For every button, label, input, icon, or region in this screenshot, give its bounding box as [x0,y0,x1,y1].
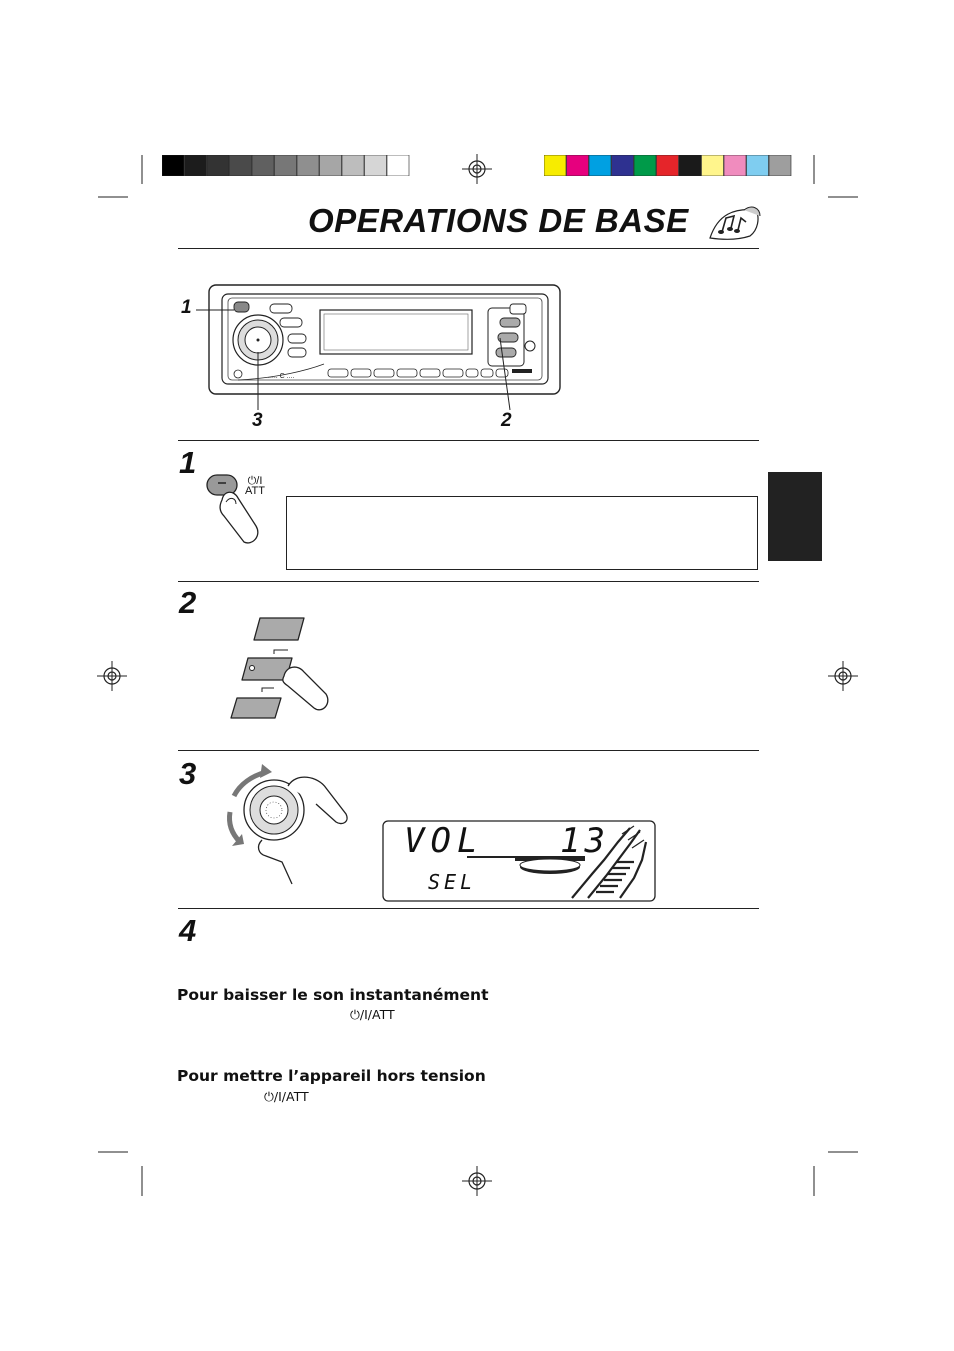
gray-swatch [364,155,387,176]
gray-swatch [162,155,185,176]
source-buttons-press-illustration [230,617,329,719]
color-swatch [701,155,724,176]
power-att-label-bottom: ATT [245,485,265,497]
power-att-label-top: ⏻/I [247,475,263,487]
color-swatch [633,155,657,176]
gray-swatch [341,155,365,176]
step-2-number: 2 [179,585,197,620]
color-swatch [768,155,792,176]
gray-swatch [274,155,297,176]
gray-swatch [296,155,320,176]
volume-dial-turn-illustration [227,764,348,885]
callout-leaders [196,309,511,411]
registration-mark-left [97,661,127,691]
gray-swatch [386,155,410,176]
gray-swatch [229,155,252,176]
color-swatch [588,155,612,176]
section-power-off-heading: Pour mettre l’appareil hors tension [177,1067,486,1085]
music-notes-icon [709,206,761,240]
color-swatch [723,155,747,176]
gray-swatch [206,155,230,176]
step-1-number: 1 [179,445,197,480]
section-mute-button-ref: ⏻/I/ATT [350,1007,395,1022]
language-tab [768,472,822,561]
callout-3: 3 [252,410,263,431]
color-swatch [678,155,702,176]
note-box [286,496,758,570]
gray-calibration-bar [162,155,410,176]
lcd-volume-value: 13 [560,821,609,861]
registration-mark-top [462,154,492,184]
color-calibration-bar [544,155,792,176]
callout-1: 1 [181,297,192,318]
color-swatch [544,155,567,176]
lcd-sel-label: SEL [428,870,477,894]
section-power-off-button-ref: ⏻/I/ATT [264,1089,309,1104]
color-swatch [656,155,679,176]
color-swatch [746,155,769,176]
step-3-number: 3 [179,756,197,791]
section-mute-heading: Pour baisser le son instantanément [177,986,489,1004]
svg-text:..... C ....: ..... C .... [268,373,295,380]
power-button-press-illustration [206,474,259,544]
step-3-rule [178,750,759,751]
step-2-rule [178,581,759,582]
gray-swatch [184,155,207,176]
step-1-rule [178,440,759,441]
registration-mark-bottom [462,1166,492,1196]
lcd-volume-label: VOL [404,821,484,861]
gray-swatch [251,155,275,176]
car-stereo-front-panel: ..... C .... [208,284,561,395]
callout-2: 2 [501,410,512,431]
page-title: OPERATIONS DE BASE [308,202,689,239]
color-swatch [611,155,634,176]
title-rule [178,248,759,249]
gray-swatch [319,155,342,176]
registration-mark-right [828,661,858,691]
lcd-display [382,820,656,902]
step-4-rule [178,908,759,909]
color-swatch [566,155,589,176]
step-4-number: 4 [179,913,197,948]
